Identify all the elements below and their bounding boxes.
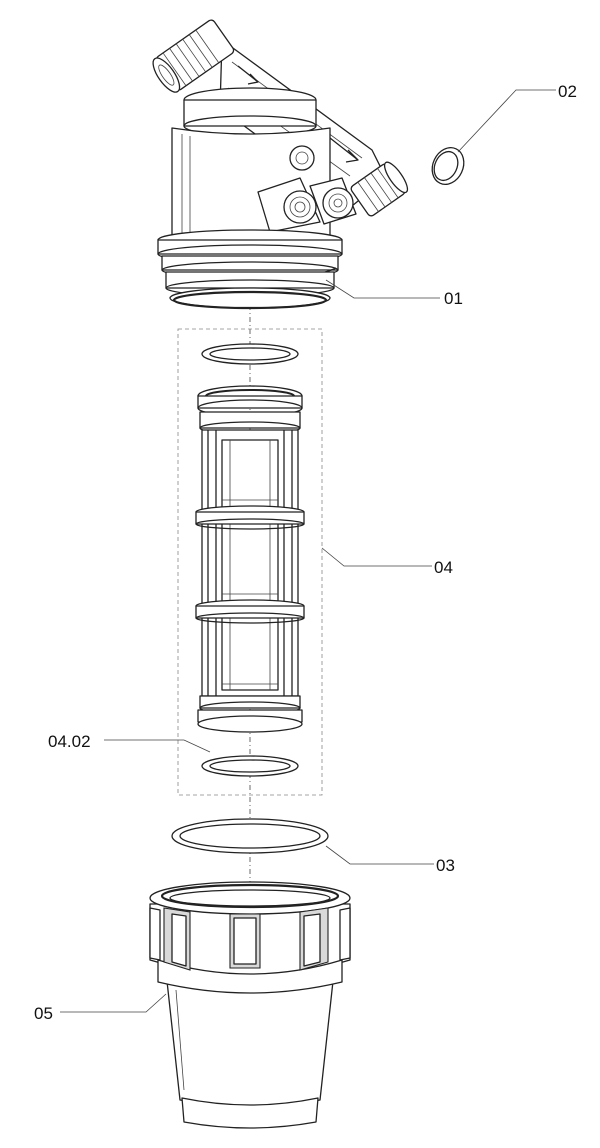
label-01: 01 bbox=[444, 289, 463, 308]
label-03: 03 bbox=[436, 856, 455, 875]
upper-o-ring-icon bbox=[201, 343, 299, 365]
label-04: 04 bbox=[434, 558, 453, 577]
label-04-02: 04.02 bbox=[48, 732, 91, 751]
leader-02 bbox=[457, 89, 556, 153]
bowl-o-ring-icon bbox=[171, 818, 329, 854]
cartridge-assembly-box bbox=[177, 328, 323, 796]
leader-05 bbox=[60, 993, 167, 1013]
leader-04-02 bbox=[104, 739, 211, 753]
filter-head-icon bbox=[152, 19, 409, 310]
label-05: 05 bbox=[34, 1004, 53, 1023]
leader-03 bbox=[325, 845, 434, 865]
filter-cartridge-icon bbox=[195, 385, 305, 733]
leader-04 bbox=[321, 547, 432, 567]
lower-o-ring-icon bbox=[201, 755, 299, 777]
filter-bowl-icon bbox=[149, 881, 351, 1129]
plug-cap-icon bbox=[431, 147, 465, 185]
leader-01 bbox=[325, 279, 440, 299]
label-02: 02 bbox=[558, 82, 577, 101]
